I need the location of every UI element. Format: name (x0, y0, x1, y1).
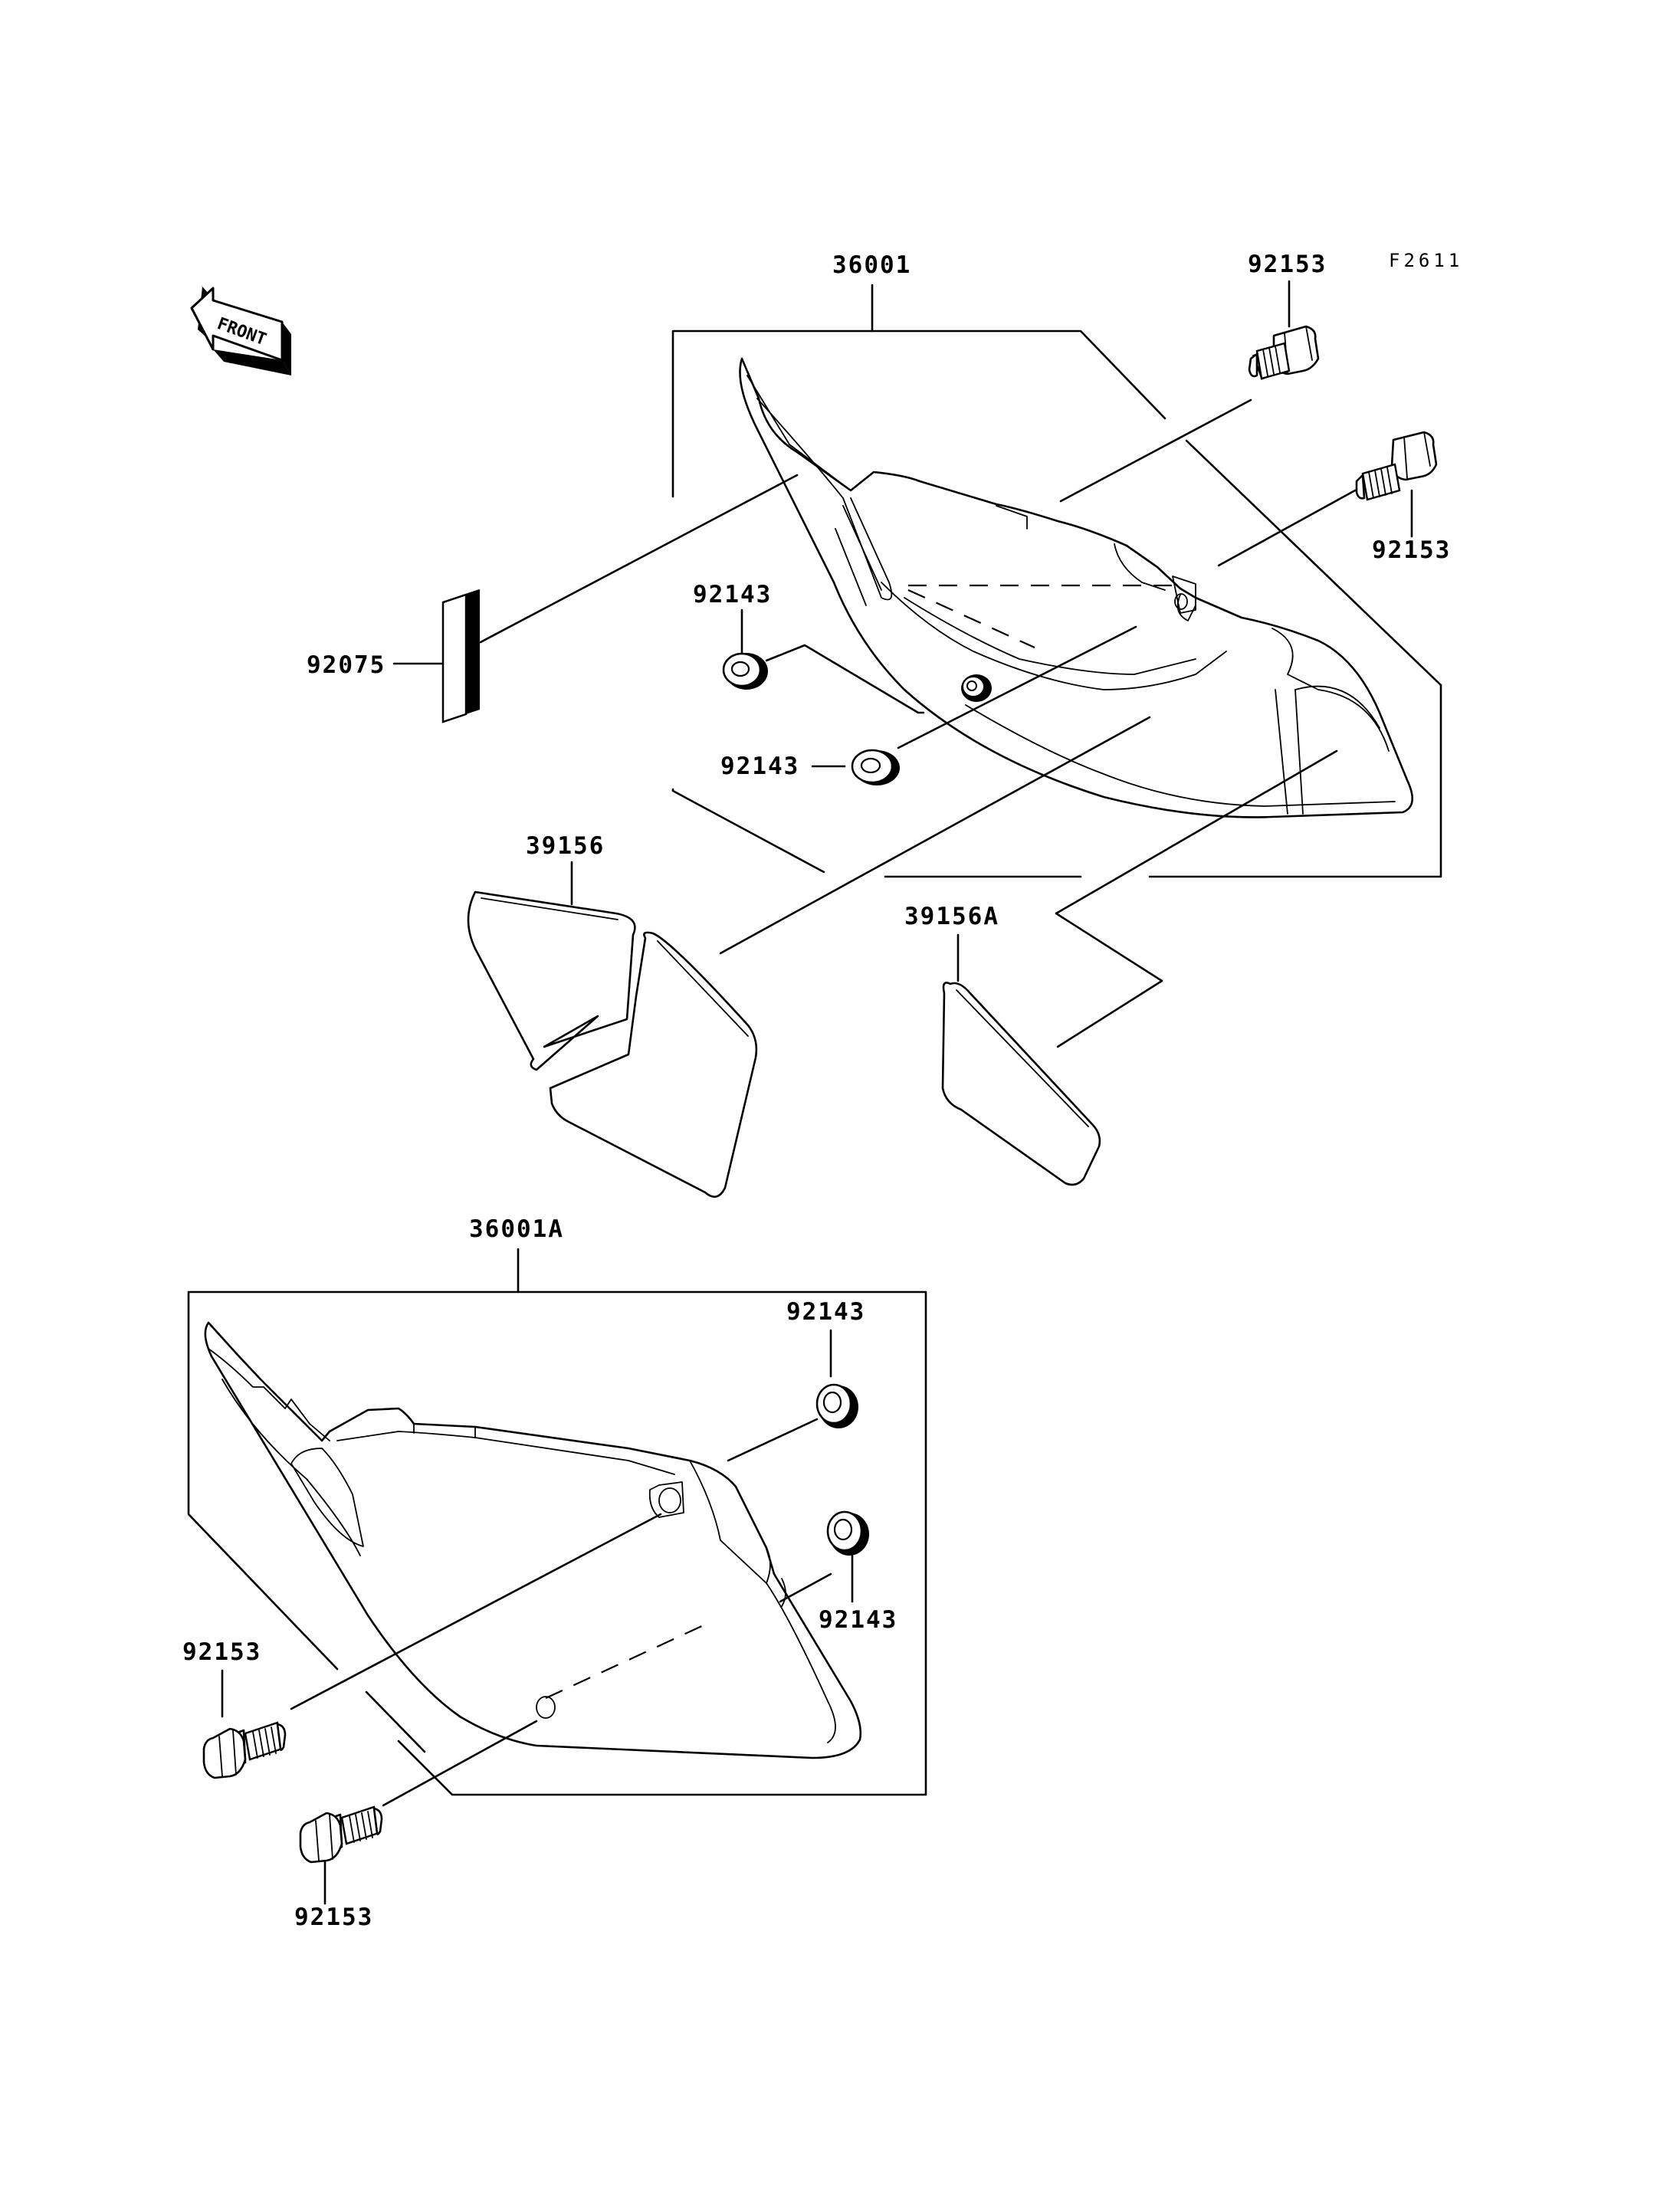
label-92153-left: 92153 (182, 1638, 261, 1666)
bolt-92153-bottom (299, 1805, 383, 1864)
label-92143-lower-b: 92143 (819, 1606, 897, 1634)
figure-code: F2611 (1389, 250, 1463, 271)
front-arrow-icon: FRONT (190, 285, 291, 375)
label-92075: 92075 (307, 651, 386, 679)
bolt-92153-left (202, 1721, 287, 1779)
dashed-guides-upper (907, 584, 1183, 649)
label-92153-right: 92153 (1372, 536, 1451, 564)
washer-92143-upper-b (851, 749, 900, 785)
label-92153-top: 92153 (1248, 251, 1327, 278)
side-cover-36001 (739, 357, 1413, 818)
leaders-upper (479, 398, 1357, 1048)
label-36001: 36001 (832, 251, 911, 279)
label-92153-bottom: 92153 (294, 1904, 373, 1931)
part-39156A (941, 982, 1101, 1186)
grommet-on-cover-upper (961, 674, 992, 702)
bolt-92153-right (1355, 431, 1438, 501)
label-39156: 39156 (526, 832, 605, 860)
label-39156A: 39156A (904, 903, 999, 930)
label-36001A: 36001A (469, 1215, 564, 1243)
washer-92143-lower-a (815, 1383, 858, 1428)
washer-92143-upper-a (722, 652, 768, 690)
label-92143-upper-a: 92143 (693, 581, 772, 608)
part-92075 (441, 589, 481, 723)
part-39156 (467, 890, 758, 1199)
label-92143-upper-b: 92143 (720, 753, 799, 780)
label-92143-lower-a: 92143 (786, 1298, 865, 1326)
frame-36001 (671, 284, 1442, 878)
leaders-lower (290, 1418, 832, 1807)
side-cover-36001A (204, 1321, 862, 1759)
bolt-92153-top (1248, 325, 1320, 380)
washer-92143-lower-b (826, 1510, 869, 1556)
